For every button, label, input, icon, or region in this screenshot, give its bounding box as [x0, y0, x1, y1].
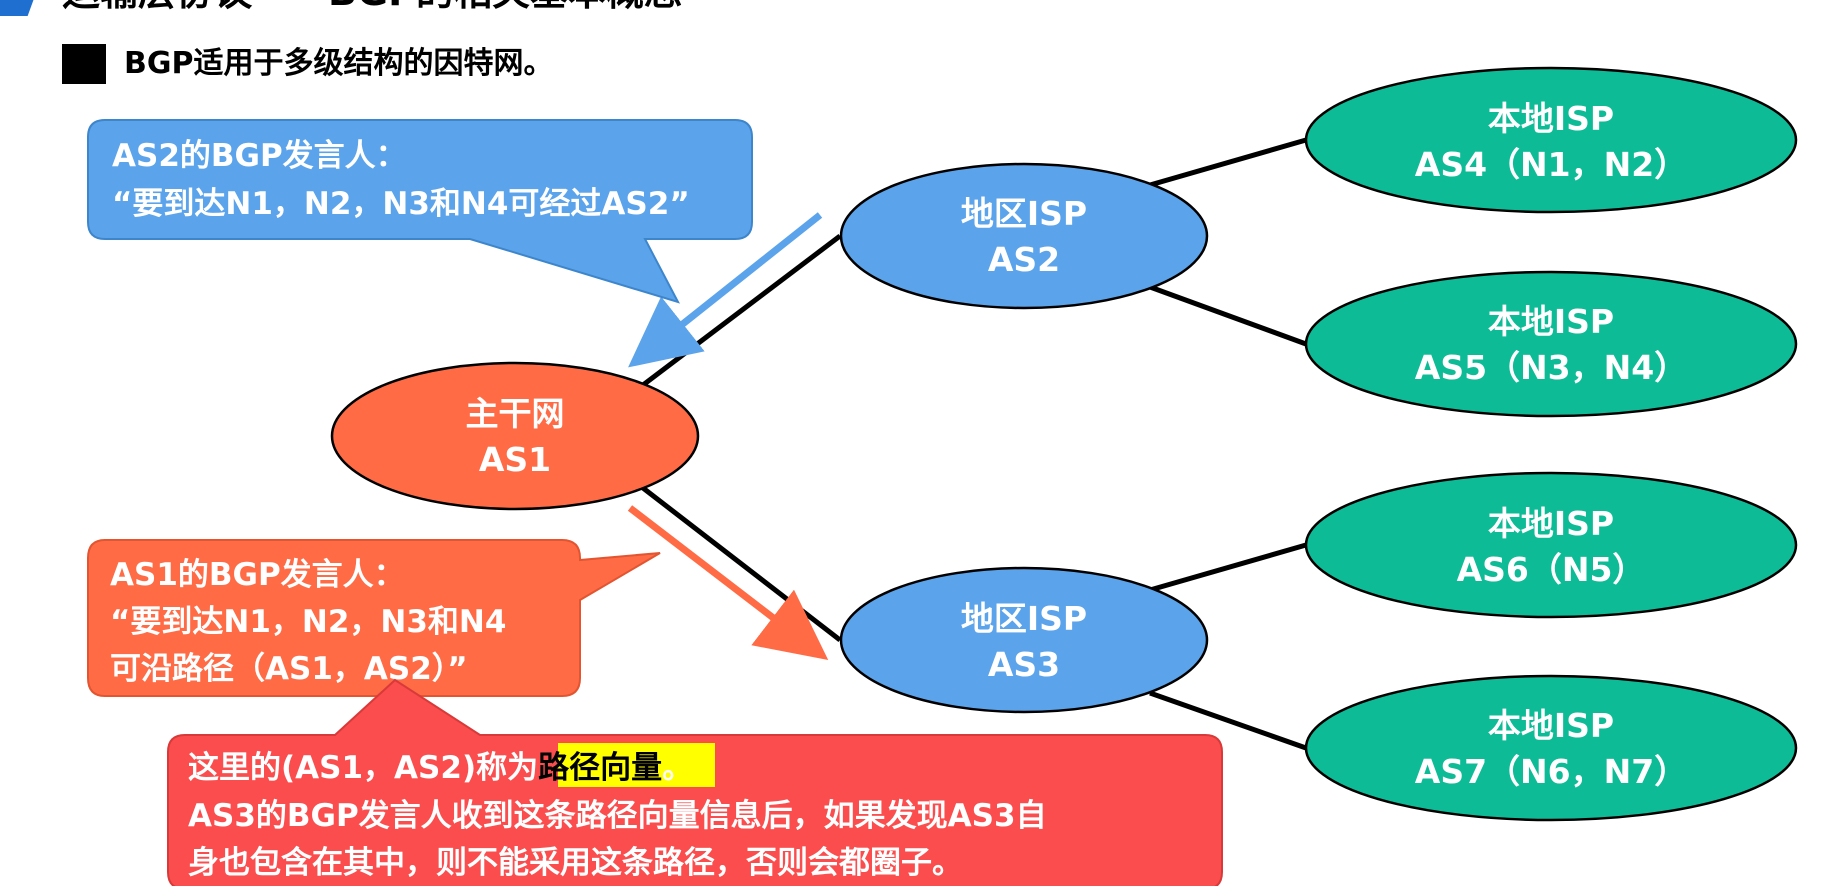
- slide-title-bar: 运输层协议——BGP的相关基本概念: [0, 0, 1830, 16]
- callout-as1-line1: AS1的BGP发言人：: [110, 557, 405, 593]
- callout-path-vector-line3: 身也包含在其中，则不能采用这条路径，否则会都圈子。: [188, 845, 963, 881]
- slide-title: 运输层协议——BGP的相关基本概念: [62, 0, 682, 14]
- link-as3-as7: [1149, 690, 1307, 751]
- callout-as1-line3: 可沿路径（AS1，AS2）”: [110, 651, 468, 687]
- node-as3-line1: 地区ISP: [961, 599, 1087, 638]
- callout-as2-line1: AS2的BGP发言人：: [112, 138, 407, 174]
- node-as5-line2: AS5（N3，N4）: [1415, 348, 1687, 387]
- callout-path-vector-line1: 这里的(AS1，AS2)称为路径向量。: [188, 750, 693, 786]
- link-as1-as3: [641, 486, 842, 642]
- node-as7-line2: AS7（N6，N7）: [1415, 752, 1687, 791]
- node-as2-ellipse: [839, 162, 1209, 310]
- path-vector-line1-suffix: 。: [662, 750, 693, 786]
- node-as4-line2: AS4（N1，N2）: [1415, 145, 1687, 184]
- node-as5-line1: 本地ISP: [1488, 302, 1614, 341]
- node-as4-line1: 本地ISP: [1488, 99, 1614, 138]
- link-as2-as5: [1149, 284, 1307, 347]
- node-as1: 主干网 AS1: [330, 361, 700, 511]
- callout-path-vector-line2: AS3的BGP发言人收到这条路径向量信息后，如果发现AS3自: [188, 798, 1047, 834]
- node-as7: 本地ISP AS7（N6，N7）: [1304, 674, 1798, 822]
- link-as2-as4: [1149, 137, 1307, 188]
- callout-as1-shape: [87, 539, 661, 697]
- path-vector-line1-prefix: 这里的(AS1，AS2)称为: [188, 750, 538, 786]
- subtitle-text: BGP适用于多级结构的因特网。: [124, 46, 554, 81]
- path-vector-highlight: 路径向量: [538, 750, 662, 786]
- callout-as2-speaker: AS2的BGP发言人： “要到达N1，N2，N3和N4可经过AS2”: [87, 119, 753, 304]
- node-as1-ellipse: [330, 361, 700, 511]
- node-as3-line2: AS3: [988, 645, 1060, 684]
- callout-as1-speaker: AS1的BGP发言人： “要到达N1，N2，N3和N4 可沿路径（AS1，AS2…: [87, 539, 661, 697]
- node-as3: 地区ISP AS3: [839, 566, 1209, 714]
- node-as4-ellipse: [1304, 66, 1798, 214]
- node-as5: 本地ISP AS5（N3，N4）: [1304, 270, 1798, 418]
- subtitle-row: BGP适用于多级结构的因特网。: [62, 44, 553, 84]
- node-as2-line1: 地区ISP: [961, 194, 1087, 233]
- node-as6: 本地ISP AS6（N5）: [1304, 471, 1798, 619]
- node-as7-ellipse: [1304, 674, 1798, 822]
- node-as1-line2: AS1: [479, 440, 551, 479]
- node-as2: 地区ISP AS2: [839, 162, 1209, 310]
- node-as3-ellipse: [839, 566, 1209, 714]
- node-as6-line2: AS6（N5）: [1457, 550, 1646, 589]
- callout-path-vector: 这里的(AS1，AS2)称为路径向量。 AS3的BGP发言人收到这条路径向量信息…: [167, 678, 1223, 886]
- node-as7-line1: 本地ISP: [1488, 706, 1614, 745]
- callout-as2-shape: [87, 119, 753, 304]
- node-as6-ellipse: [1304, 471, 1798, 619]
- arrow-as2-to-as1: [628, 212, 823, 368]
- arrow-as1-to-as3: [627, 505, 829, 661]
- node-as1-line1: 主干网: [466, 394, 565, 433]
- highlight-path-vector-bg: [558, 743, 715, 787]
- connection-lines: [641, 137, 1307, 751]
- bullet-square-icon: [62, 44, 106, 84]
- link-as1-as2: [641, 234, 842, 387]
- node-as4: 本地ISP AS4（N1，N2）: [1304, 66, 1798, 214]
- node-as2-line2: AS2: [988, 240, 1060, 279]
- node-as5-ellipse: [1304, 270, 1798, 418]
- callout-as2-line2: “要到达N1，N2，N3和N4可经过AS2”: [112, 186, 690, 222]
- callout-as1-line2: “要到达N1，N2，N3和N4: [110, 604, 506, 640]
- link-as3-as6: [1149, 542, 1307, 593]
- node-as6-line1: 本地ISP: [1488, 504, 1614, 543]
